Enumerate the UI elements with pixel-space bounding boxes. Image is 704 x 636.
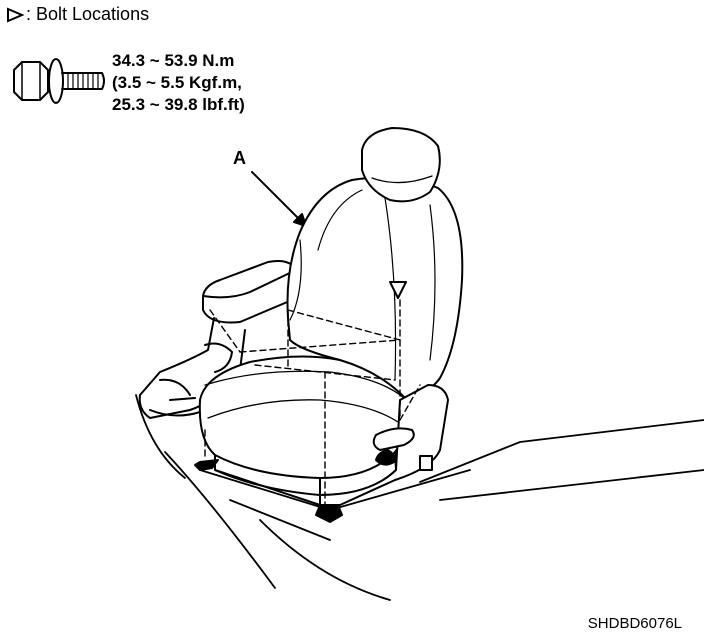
bolt-location-triangle-icon [7, 6, 24, 23]
seat-cushion [198, 355, 408, 496]
seat-side-trim [319, 384, 449, 506]
torque-spec: 34.3 ~ 53.9 N.m (3.5 ~ 5.5 Kgf.m, 25.3 ~… [112, 50, 245, 116]
legend-label: : Bolt Locations [26, 4, 150, 24]
seat-rails [194, 459, 343, 523]
callout-arrow [251, 171, 307, 227]
bolt-flange-icon [13, 58, 105, 104]
headrest [361, 127, 441, 203]
figure-code: SHDBD6076L [587, 615, 682, 632]
center-armrest [138, 260, 297, 419]
bolt-location-triangle-icon [389, 281, 407, 299]
bolt-guide-lines [204, 299, 421, 506]
bolt-location-legend: : Bolt Locations [6, 4, 149, 25]
torque-line-kgfm: (3.5 ~ 5.5 Kgf.m, [112, 73, 242, 92]
torque-line-nm: 34.3 ~ 53.9 N.m [112, 51, 235, 70]
callout-label-a: A [233, 148, 246, 168]
torque-line-lbfft: 25.3 ~ 39.8 lbf.ft) [112, 95, 245, 114]
